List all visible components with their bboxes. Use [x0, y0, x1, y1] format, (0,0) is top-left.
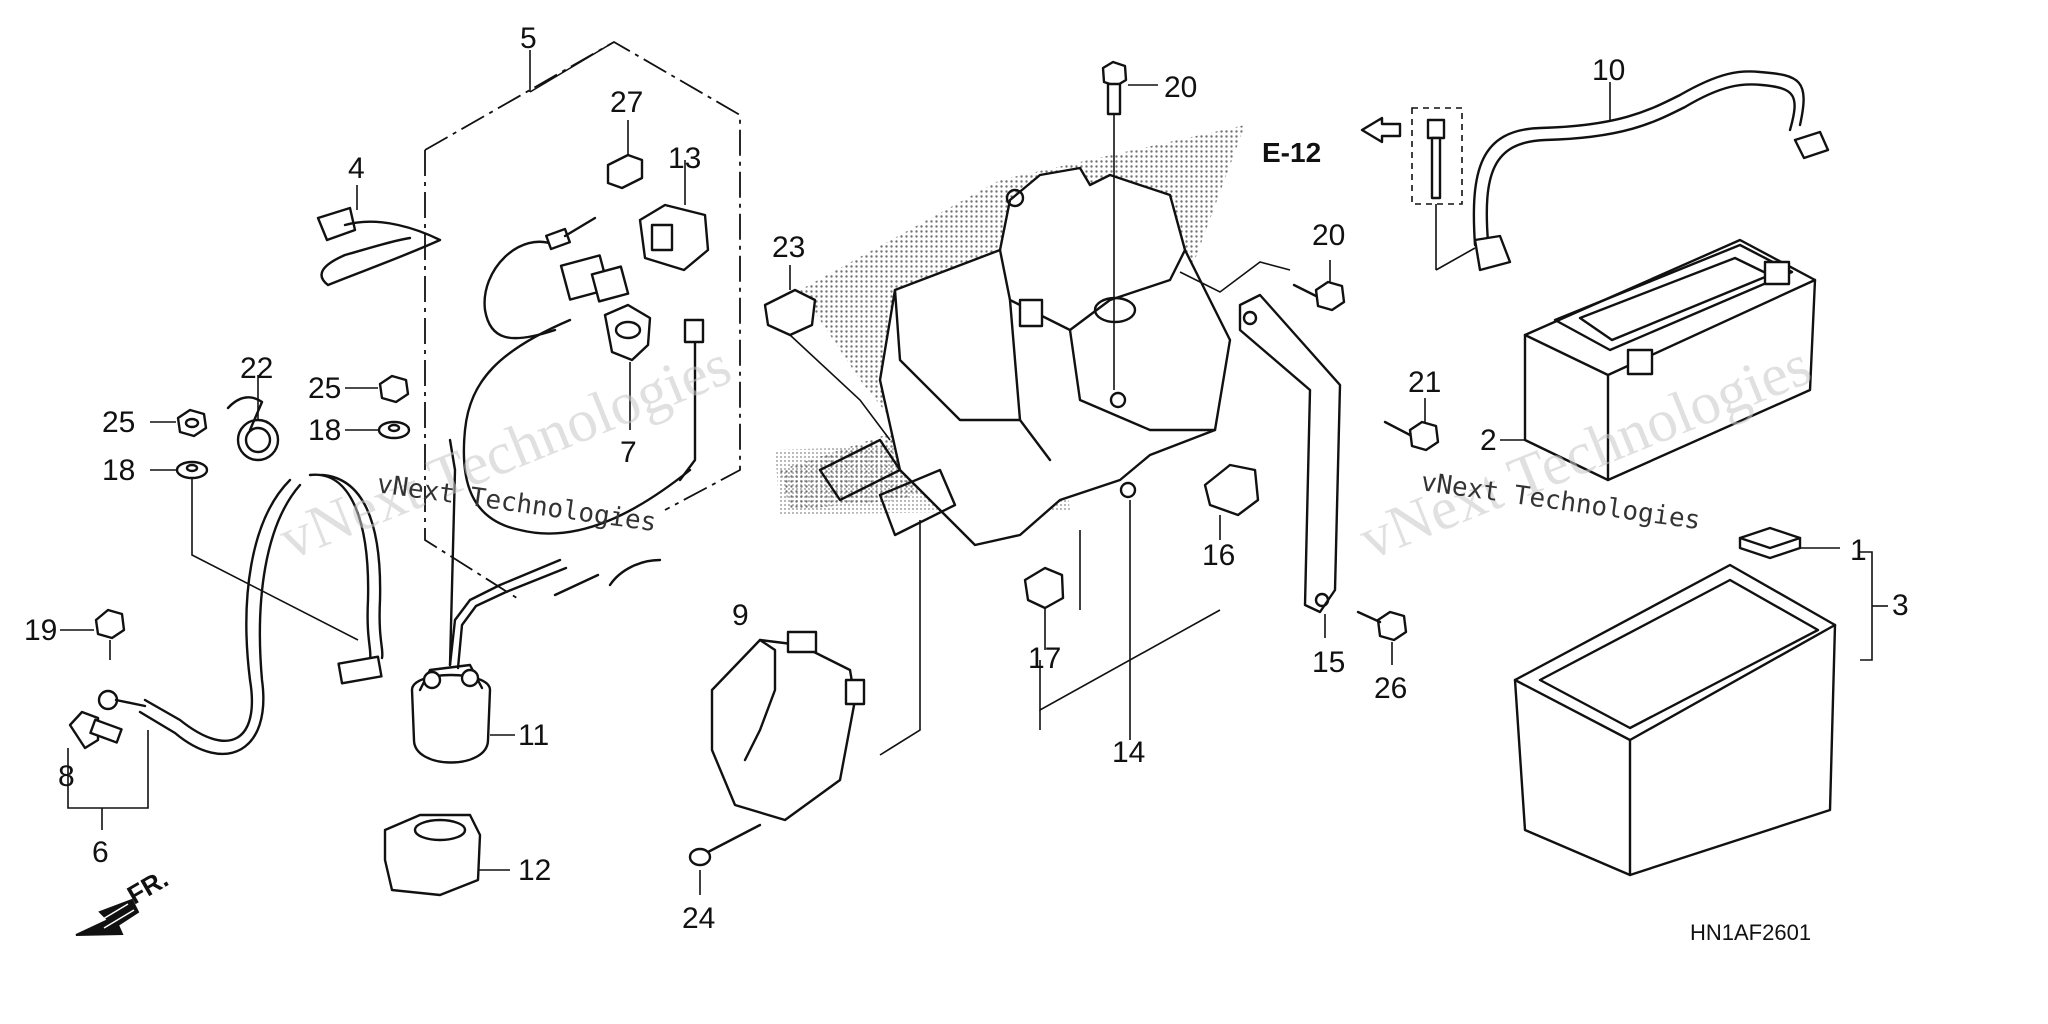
starter-relay-part[interactable]	[410, 438, 568, 764]
sub-harness-part[interactable]	[462, 216, 705, 597]
label-part-20a[interactable]: 20	[1164, 71, 1197, 104]
label-part-20b[interactable]: 20	[1312, 219, 1345, 252]
label-part-17[interactable]: 17	[1028, 642, 1061, 675]
bolt-part-top[interactable]	[1101, 60, 1158, 390]
nut-part-left[interactable]	[176, 408, 208, 438]
label-part-23[interactable]: 23	[772, 231, 805, 264]
terminal-cap-part[interactable]	[603, 303, 652, 430]
label-part-10[interactable]: 10	[1592, 54, 1625, 87]
band-clamp-part[interactable]	[316, 185, 442, 287]
label-part-7[interactable]: 7	[620, 436, 637, 469]
label-part-24[interactable]: 24	[682, 902, 715, 935]
tapping-screw-part[interactable]	[688, 823, 762, 895]
battery-tray-part[interactable]	[818, 166, 1232, 756]
label-part-22[interactable]: 22	[240, 352, 273, 385]
wire-harness-frame	[424, 40, 741, 601]
battery-pad-part[interactable]	[1738, 526, 1840, 560]
battery-case-part[interactable]	[1513, 551, 1888, 877]
nut-part-mid[interactable]	[378, 374, 410, 404]
fuse-part[interactable]	[606, 120, 644, 190]
battery-band-bracket-part[interactable]	[1238, 293, 1342, 638]
label-part-16[interactable]: 16	[1202, 539, 1235, 572]
washer-part-left[interactable]	[175, 460, 209, 480]
e12-label[interactable]: E-12	[1262, 137, 1321, 168]
rubber-clip-part[interactable]	[1039, 463, 1260, 712]
relay-cover-part[interactable]	[383, 813, 510, 897]
flange-nut-part[interactable]	[60, 608, 126, 660]
bolt-part-left[interactable]	[68, 710, 123, 750]
bolt-part-21[interactable]	[1383, 398, 1440, 452]
label-part-27[interactable]: 27	[610, 86, 643, 119]
label-part-9[interactable]: 9	[732, 599, 749, 632]
label-part-8[interactable]: 8	[58, 760, 75, 793]
battery-cable-part[interactable]	[97, 473, 384, 756]
relay-connector-part[interactable]	[638, 160, 710, 272]
label-part-1[interactable]: 1	[1850, 534, 1867, 567]
label-part-25b[interactable]: 25	[308, 372, 341, 405]
label-part-6[interactable]: 6	[92, 836, 109, 869]
label-part-15[interactable]: 15	[1312, 646, 1345, 679]
connector-holder-part[interactable]	[763, 265, 891, 441]
diagram-code: HN1AF2601	[1690, 920, 1811, 945]
label-part-26[interactable]: 26	[1374, 672, 1407, 705]
label-part-21[interactable]: 21	[1408, 366, 1441, 399]
bolt-part-26[interactable]	[1356, 610, 1408, 665]
label-part-5[interactable]: 5	[520, 22, 537, 55]
front-arrow-icon: FR.	[75, 863, 173, 936]
label-part-25a[interactable]: 25	[102, 406, 135, 439]
label-part-2[interactable]: 2	[1480, 424, 1497, 457]
label-part-19[interactable]: 19	[24, 614, 57, 647]
label-part-4[interactable]: 4	[348, 152, 365, 185]
label-part-3[interactable]: 3	[1892, 589, 1909, 622]
bolt-part-right[interactable]	[1179, 260, 1346, 312]
label-part-14[interactable]: 14	[1112, 736, 1145, 769]
watermark-left: vNext Technologies	[270, 331, 739, 572]
part-labels: 1 2 3 4 5 6 7 8 9 10 11 12 13 14 15 16 1…	[24, 22, 1909, 945]
positive-cable-part[interactable]	[1472, 70, 1830, 272]
fuse-box-cover-part[interactable]	[710, 630, 866, 822]
e12-reference	[1360, 107, 1476, 271]
label-part-12[interactable]: 12	[518, 854, 551, 887]
label-part-11[interactable]: 11	[518, 719, 549, 752]
washer-part-mid[interactable]	[377, 420, 411, 440]
label-part-18a[interactable]: 18	[102, 454, 135, 487]
clamp-part[interactable]	[226, 375, 280, 462]
label-part-18b[interactable]: 18	[308, 414, 341, 447]
battery-part[interactable]	[1500, 238, 1817, 482]
grommet-part[interactable]	[1023, 566, 1065, 730]
label-part-13[interactable]: 13	[668, 142, 701, 175]
